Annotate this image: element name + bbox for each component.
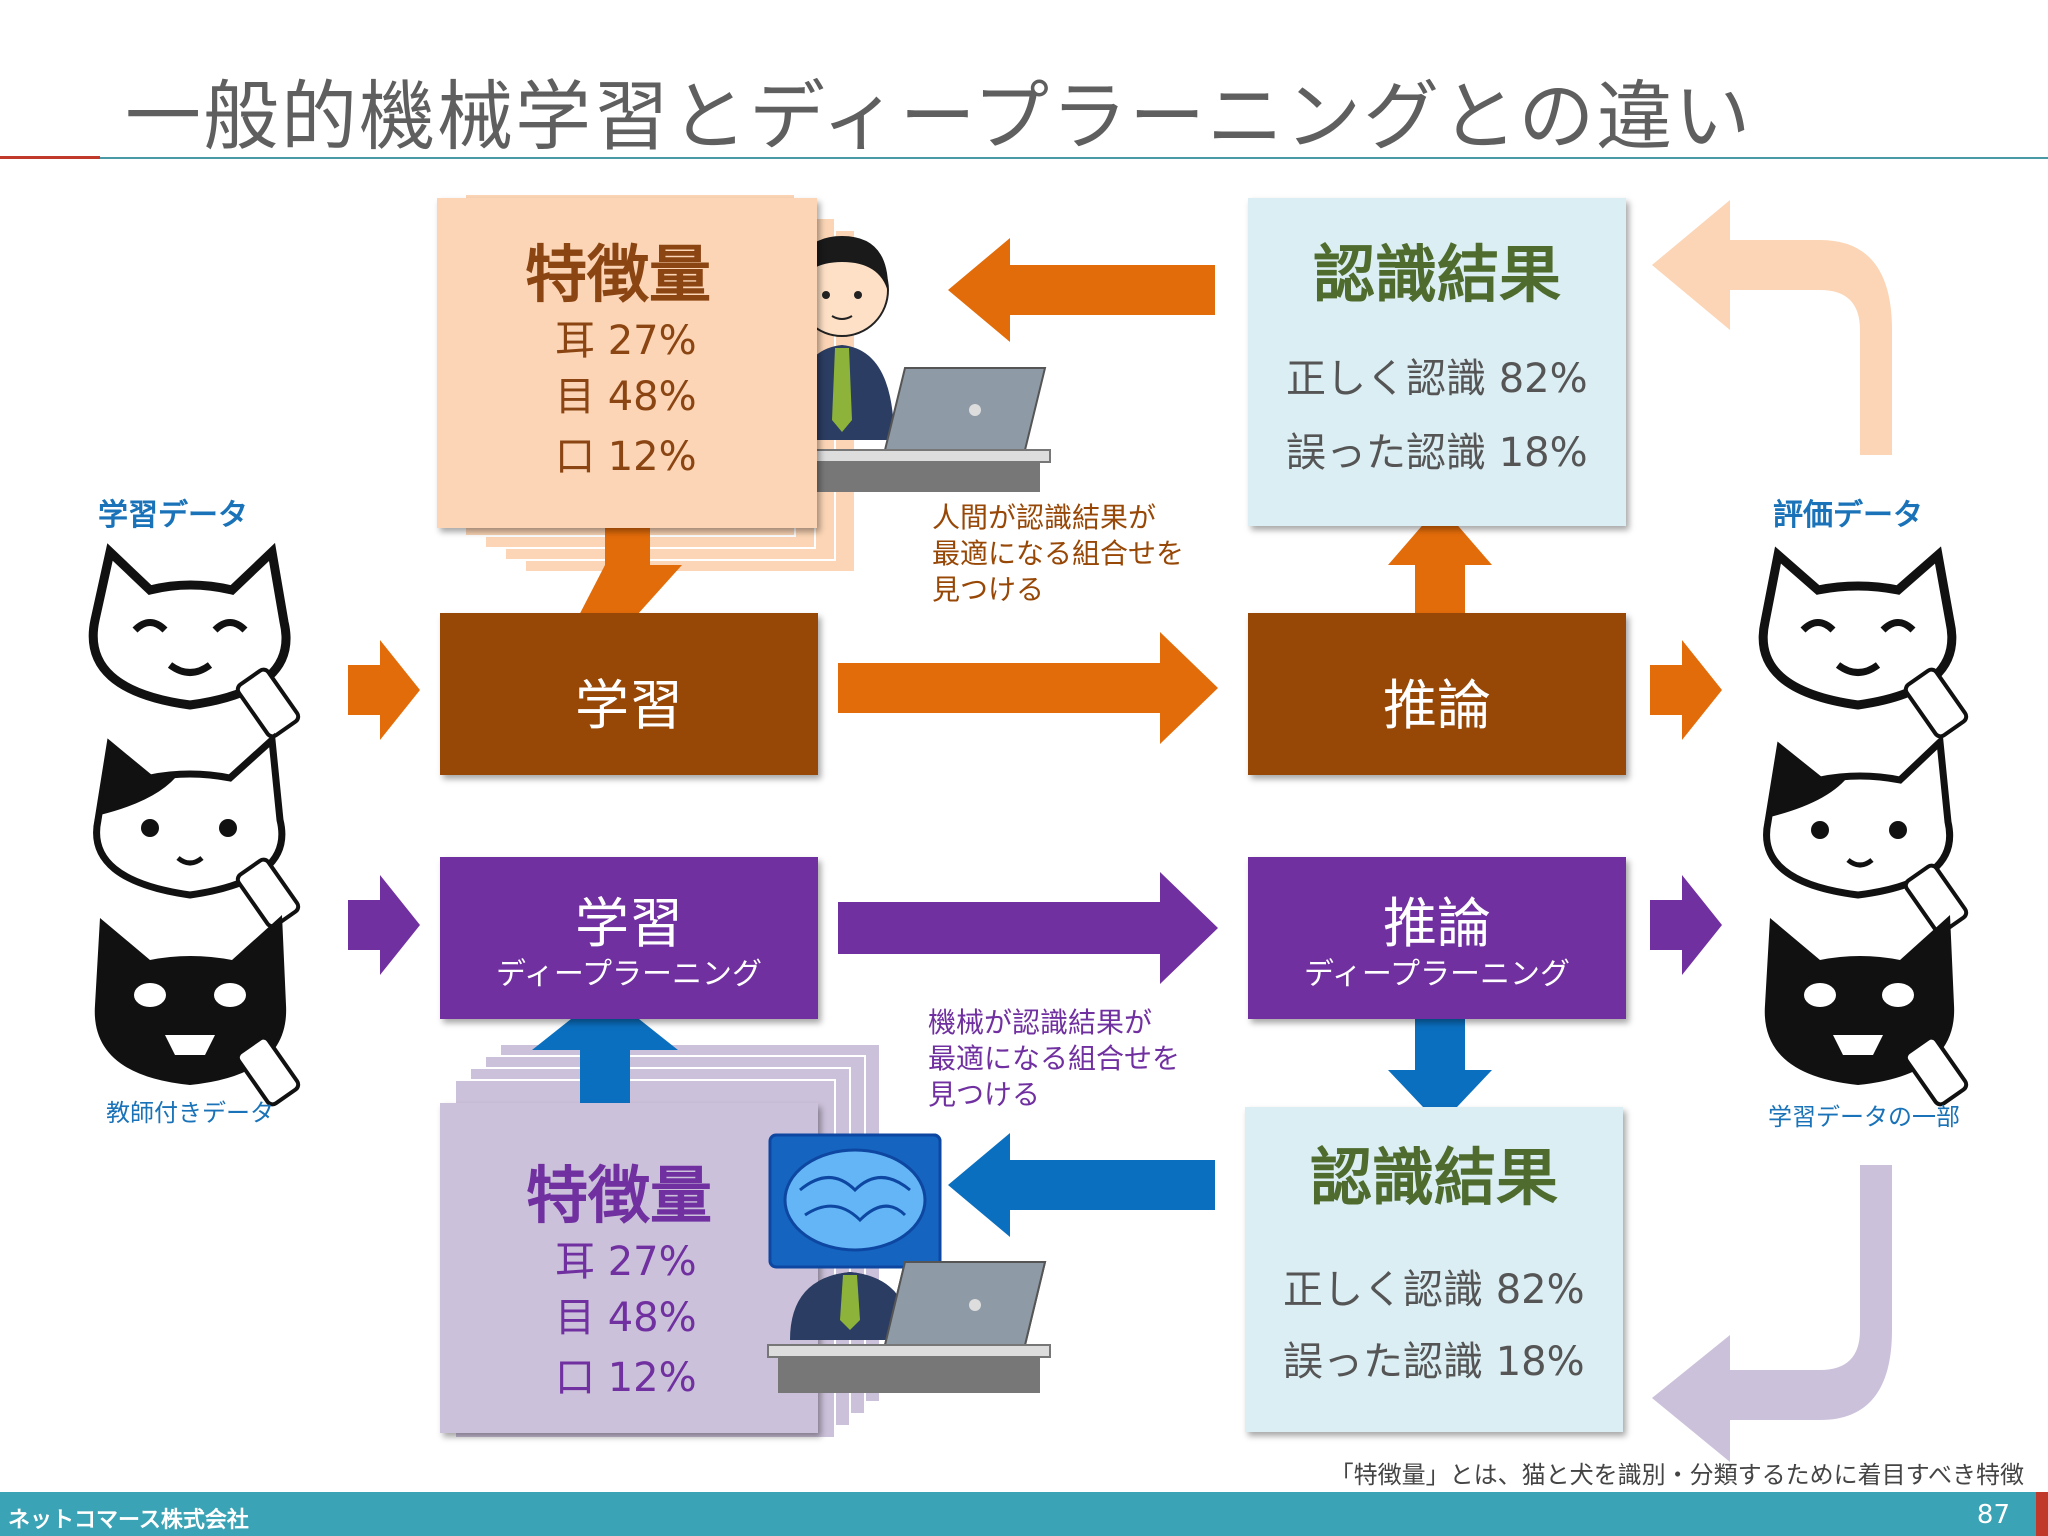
bottom-infer-box: 推論 ディープラーニング [1248,857,1626,1019]
arrow-data-to-learn [348,640,420,740]
top-learn-label: 学習 [575,674,683,737]
bottom-feature-title: 特徴量 [526,1159,713,1232]
bottom-feature-card: 特徴量 耳 27% 目 48% 口 12% [440,1103,818,1433]
training-data-caption: 教師付きデータ [106,1099,274,1127]
bottom-learn-label: 学習 [575,892,683,955]
bottom-note: 機械が認識結果が 最適になる組合せを 見つける [928,1005,1180,1113]
top-results-wrong: 誤った認識 18% [1286,430,1588,476]
bottom-note-line-3: 見つける [928,1078,1041,1111]
arrow-infer-to-eval [1650,640,1722,740]
ai-brain-monitor-icon [767,1133,1051,1393]
bottom-results-wrong: 誤った認識 18% [1283,1339,1585,1385]
evaluation-data-caption: 学習データの一部 [1768,1103,1960,1131]
arrow-dl-results-to-machine [948,1133,1215,1237]
bottom-learn-box: 学習 ディープラーニング [440,857,818,1019]
footer-bar [0,1492,2048,1536]
bottom-results-correct: 正しく認識 82% [1283,1267,1585,1313]
evaluation-data-label: 評価データ [1773,498,1923,533]
arrow-learn-to-infer [838,632,1218,744]
arrow-eval-feedback-bottom [1652,1165,1892,1462]
feature-definition-footnote: 「特徴量」とは、猫と犬を識別・分類するために着目すべき特徴 [1329,1461,2024,1489]
top-feature-card: 特徴量 耳 27% 目 48% 口 12% [437,198,817,528]
top-learn-box: 学習 [440,613,818,775]
top-note: 人間が認識結果が 最適になる組合せを 見つける [932,500,1184,608]
bottom-feature-eye: 目 48% [555,1295,697,1341]
arrow-infer-to-results [1388,505,1492,613]
top-feature-eye: 目 48% [555,374,697,420]
arrow-dl-features-to-learn [532,992,678,1128]
cat-white-right-icon [1758,546,1969,739]
cat-white-left-icon [88,542,301,739]
bottom-infer-label: 推論 [1383,892,1491,955]
bottom-results-title: 認識結果 [1309,1141,1558,1214]
top-feature-mouth: 口 12% [555,434,697,480]
arrow-features-to-learn [574,505,682,625]
arrow-dl-data-to-learn [348,875,420,975]
page-title: 一般的機械学習とディープラーニングとの違い [125,72,1753,161]
bottom-learn-sub: ディープラーニング [495,957,763,992]
top-feature-ear: 耳 27% [555,318,697,364]
bottom-infer-sub: ディープラーニング [1303,957,1571,992]
bottom-note-line-2: 最適になる組合せを [928,1042,1181,1075]
arrow-dl-infer-to-results [1388,995,1492,1125]
title-rule-red [0,156,100,159]
footer-accent [2036,1492,2048,1536]
top-infer-label: 推論 [1383,674,1491,737]
bottom-results-card: 認識結果 正しく認識 82% 誤った認識 18% [1245,1107,1623,1432]
top-note-line-2: 最適になる組合せを [932,537,1185,570]
footer-company: ネットコマース株式会社 [8,1508,249,1533]
top-infer-box: 推論 [1248,613,1626,775]
cat-black-left-icon [94,915,301,1107]
top-results-title: 認識結果 [1312,238,1561,311]
top-note-line-3: 見つける [932,573,1045,606]
bottom-feature-ear: 耳 27% [555,1239,697,1285]
top-results-card: 認識結果 正しく認識 82% 誤った認識 18% [1248,198,1626,526]
arrow-dl-learn-to-infer [838,872,1218,984]
training-data-label: 学習データ [98,498,248,533]
cat-calico-left-icon [93,732,301,929]
arrow-eval-feedback-top [1652,200,1892,455]
page-number: 87 [1976,1500,2010,1530]
top-results-correct: 正しく認識 82% [1286,356,1588,402]
bottom-note-line-1: 機械が認識結果が [928,1006,1153,1039]
top-note-line-1: 人間が認識結果が [932,501,1157,534]
top-feature-title: 特徴量 [525,238,712,311]
cat-black-right-icon [1764,915,1969,1107]
cat-calico-right-icon [1763,734,1969,935]
bottom-feature-mouth: 口 12% [555,1355,697,1401]
arrow-dl-infer-to-eval [1650,875,1722,975]
title-rule-teal [100,157,2048,159]
arrow-results-to-human [948,238,1215,342]
